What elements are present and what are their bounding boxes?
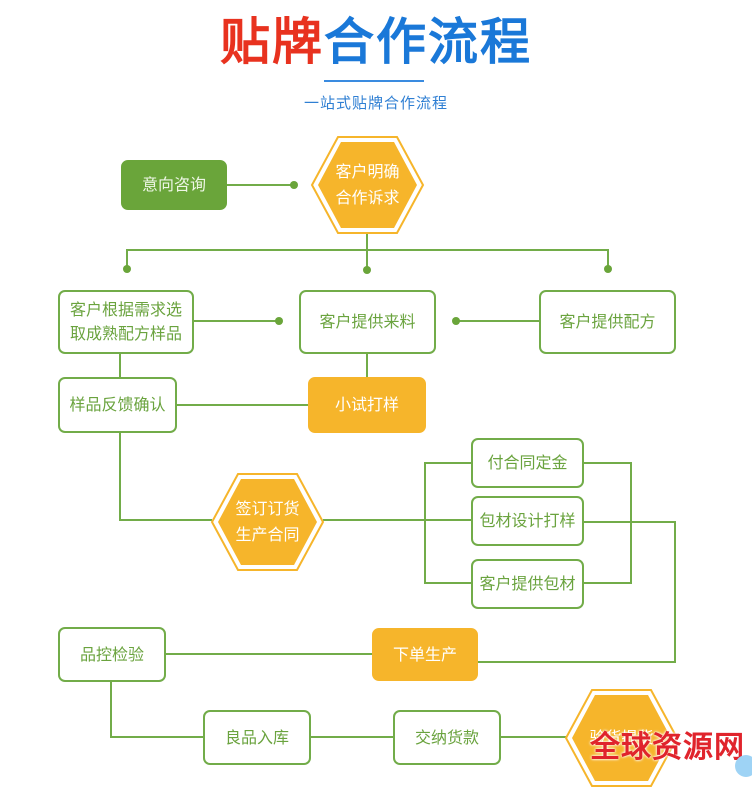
- node-deposit: 付合同定金: [471, 438, 584, 488]
- node-contract-hexagon: 签订订货生产合同: [210, 472, 325, 572]
- label-line-1: 客户根据需求选: [69, 300, 182, 319]
- page-title: 贴牌合作流程: [0, 12, 752, 72]
- hexagon-shape: [210, 473, 325, 571]
- node-production-order: 下单生产: [372, 628, 478, 681]
- node-sample-feedback-label: 样品反馈确认: [69, 395, 166, 414]
- hexagon-shape: [564, 689, 679, 787]
- connector-feedback-contract: [119, 432, 212, 521]
- connector-dot: [290, 181, 298, 189]
- node-packaging-design: 包材设计打样: [471, 496, 584, 546]
- node-trial-sample: 小试打样: [308, 377, 426, 433]
- node-provide-formula: 客户提供配方: [539, 290, 676, 354]
- node-production-order-label: 下单生产: [392, 644, 457, 664]
- connector-branch-bar: [126, 249, 609, 268]
- node-packaging-design-label: 包材设计打样: [479, 511, 576, 530]
- connector-dot: [604, 265, 612, 273]
- node-provide-packaging: 客户提供包材: [471, 559, 584, 609]
- node-delivery-label: 验货提货: [589, 728, 654, 747]
- node-inquiry-label: 意向咨询: [141, 175, 206, 194]
- node-quality-check: 品控检验: [58, 627, 166, 682]
- connector-dot: [123, 265, 131, 273]
- node-provide-material-label: 客户提供来料: [319, 312, 416, 331]
- node-payment-label: 交纳货款: [414, 727, 479, 747]
- title-blue-part: 合作流程: [324, 13, 532, 71]
- node-payment: 交纳货款: [393, 710, 501, 765]
- label-line-2: 合作诉求: [335, 188, 400, 207]
- connector-quality-warehouse: [110, 681, 203, 738]
- node-sample-feedback: 样品反馈确认: [58, 377, 177, 433]
- node-choose-sample: 客户根据需求选取成熟配方样品: [58, 290, 194, 354]
- watermark-text: 全球资源网: [590, 730, 745, 765]
- node-quality-check-label: 品控检验: [79, 644, 144, 664]
- connector-dot: [275, 317, 283, 325]
- node-provide-material: 客户提供来料: [299, 290, 436, 354]
- label-line-2: 取成熟配方样品: [69, 324, 182, 343]
- node-clarify-label: 客户明确合作诉求: [310, 135, 425, 235]
- connector-group-left-bracket: [424, 462, 472, 584]
- connector-packaging-production: [477, 521, 676, 663]
- connector-dot: [452, 317, 460, 325]
- connector-dot: [363, 266, 371, 274]
- node-deposit-label: 付合同定金: [487, 453, 568, 472]
- node-trial-sample-label: 小试打样: [334, 395, 399, 414]
- connector-lines: [110, 181, 676, 738]
- node-warehousing: 良品入库: [203, 710, 311, 765]
- watermark-logo-icon: [735, 755, 752, 777]
- label-line-2: 生产合同: [235, 525, 300, 544]
- node-clarify-hexagon: 客户明确合作诉求: [310, 135, 425, 235]
- node-warehousing-label: 良品入库: [224, 727, 289, 747]
- node-provide-formula-label: 客户提供配方: [559, 312, 656, 331]
- node-inquiry: 意向咨询: [121, 160, 227, 210]
- label-line-1: 客户明确: [335, 162, 400, 181]
- page-subtitle: 一站式贴牌合作流程: [303, 94, 448, 112]
- title-underline: [324, 80, 424, 82]
- node-delivery-hexagon: 验货提货: [564, 688, 679, 788]
- node-provide-packaging-label: 客户提供包材: [479, 574, 576, 593]
- node-contract-label: 签订订货生产合同: [210, 472, 325, 572]
- label-line-1: 签订订货: [235, 499, 300, 518]
- hexagon-shape: [310, 136, 425, 234]
- title-red-part: 贴牌: [220, 13, 324, 71]
